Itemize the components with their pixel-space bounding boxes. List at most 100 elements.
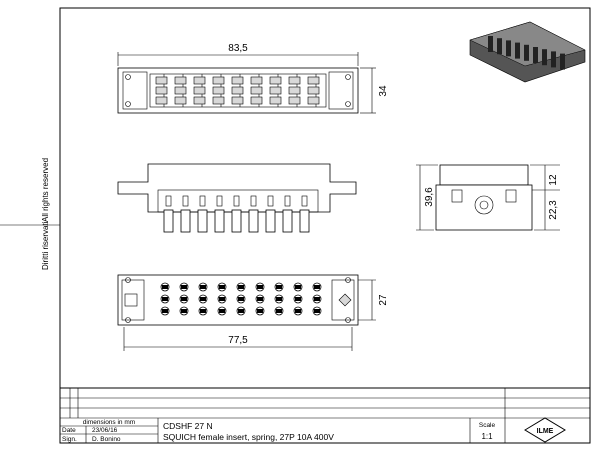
bottom-contact-slot <box>257 309 263 313</box>
top-contact <box>155 86 168 95</box>
bottom-contact-slot <box>314 297 320 301</box>
bottom-contact-slot <box>257 285 263 289</box>
bottom-width-dim: 77,5 <box>228 335 248 346</box>
bottom-view: 77,5 27 <box>117 274 389 351</box>
bottom-contact-slot <box>181 285 187 289</box>
isometric-top-face <box>469 21 586 67</box>
bottom-contact-slot <box>257 297 263 301</box>
front-pin <box>163 209 174 233</box>
isometric-pin <box>506 40 511 57</box>
front-pin-window <box>250 195 257 207</box>
bottom-contact-slot <box>295 297 301 301</box>
top-contact <box>212 76 225 85</box>
bottom-contact-slot <box>181 297 187 301</box>
front-pin-row <box>163 195 310 233</box>
top-contact <box>174 86 187 95</box>
front-pin <box>180 209 191 233</box>
front-pin <box>248 209 259 233</box>
logo-diamond <box>524 417 566 443</box>
bottom-contact-slot <box>276 297 282 301</box>
bottom-screw-hole <box>345 317 351 323</box>
top-contact <box>288 96 301 105</box>
bottom-contact-slot <box>162 297 168 301</box>
top-contact <box>193 76 206 85</box>
front-pin <box>299 209 310 233</box>
bottom-left-flange <box>121 279 145 321</box>
top-contact <box>231 96 244 105</box>
end-view-top <box>439 164 529 186</box>
front-pin-window <box>301 195 308 207</box>
top-screw-hole <box>125 101 131 107</box>
bottom-right-latch <box>338 293 352 307</box>
top-left-flange <box>122 71 148 110</box>
bottom-contact-slot <box>276 285 282 289</box>
top-width-dim: 83,5 <box>228 43 248 54</box>
diritti-riservati-text: Diritti riservati <box>41 221 50 270</box>
end-view-center-hole <box>479 200 489 210</box>
top-contact <box>193 96 206 105</box>
top-contact <box>231 76 244 85</box>
sign-value: D. Bonino <box>92 436 121 443</box>
bottom-contact-slot <box>295 309 301 313</box>
front-pin-window <box>267 195 274 207</box>
top-contact <box>250 86 263 95</box>
end-view-slot <box>505 189 517 203</box>
bottom-screw-hole <box>125 277 131 283</box>
product-code: CDSHF 27 N <box>163 421 213 431</box>
top-view: 83,5 34 <box>117 43 389 114</box>
end-view: 39,6 12 22,3 <box>416 164 560 231</box>
logo-text: ILME <box>537 428 554 435</box>
side-height-dim: 39,6 <box>424 187 435 207</box>
top-contact <box>288 76 301 85</box>
front-pin-window <box>199 195 206 207</box>
top-contact <box>269 76 282 85</box>
top-contact <box>155 76 168 85</box>
top-contact <box>212 96 225 105</box>
top-contact <box>307 96 320 105</box>
bottom-height-dim: 27 <box>378 294 389 306</box>
top-screw-hole <box>345 101 351 107</box>
front-pin-window <box>165 195 172 207</box>
top-height-dim: 34 <box>378 85 389 97</box>
bottom-right-flange <box>331 279 355 321</box>
bottom-contact-slot <box>238 297 244 301</box>
top-right-flange <box>328 71 354 110</box>
front-pin <box>214 209 225 233</box>
front-pin <box>282 209 293 233</box>
side-small-dim: 12 <box>548 174 559 186</box>
top-contact <box>231 86 244 95</box>
top-contact <box>269 86 282 95</box>
top-contact <box>174 96 187 105</box>
title-block: dimensions in mm Date 23/06/16 Sign. D. … <box>59 387 591 444</box>
front-pin-window <box>182 195 189 207</box>
bottom-contact-slot <box>200 309 206 313</box>
top-contact <box>174 76 187 85</box>
end-view-slot <box>451 189 463 203</box>
bottom-contact-slot <box>181 309 187 313</box>
top-contact-area <box>149 73 327 108</box>
end-view-center-boss <box>474 195 494 215</box>
top-contact <box>155 96 168 105</box>
bottom-contact-slot <box>314 285 320 289</box>
bottom-contact-slot <box>162 285 168 289</box>
isometric-pin <box>524 44 529 61</box>
bottom-contact-slot <box>219 285 225 289</box>
bottom-left-latch <box>124 293 138 307</box>
front-view-body <box>117 163 357 213</box>
front-pin-window <box>216 195 223 207</box>
side-lower-dim: 22,3 <box>548 200 559 220</box>
bottom-contact-slot <box>238 285 244 289</box>
product-description: SQUICH female insert, spring, 27P 10A 40… <box>163 432 334 442</box>
title-block-frame <box>59 387 591 444</box>
end-view-body <box>435 184 533 231</box>
isometric-pin <box>551 51 556 68</box>
top-screw-hole <box>125 74 131 80</box>
bottom-contact-slot <box>276 309 282 313</box>
isometric-pin <box>542 49 547 66</box>
bottom-contact-slot <box>219 297 225 301</box>
date-label: Date <box>62 427 76 434</box>
isometric-pin <box>560 53 565 70</box>
front-pin <box>265 209 276 233</box>
all-rights-reserved-text: All rights reserved <box>41 158 50 222</box>
